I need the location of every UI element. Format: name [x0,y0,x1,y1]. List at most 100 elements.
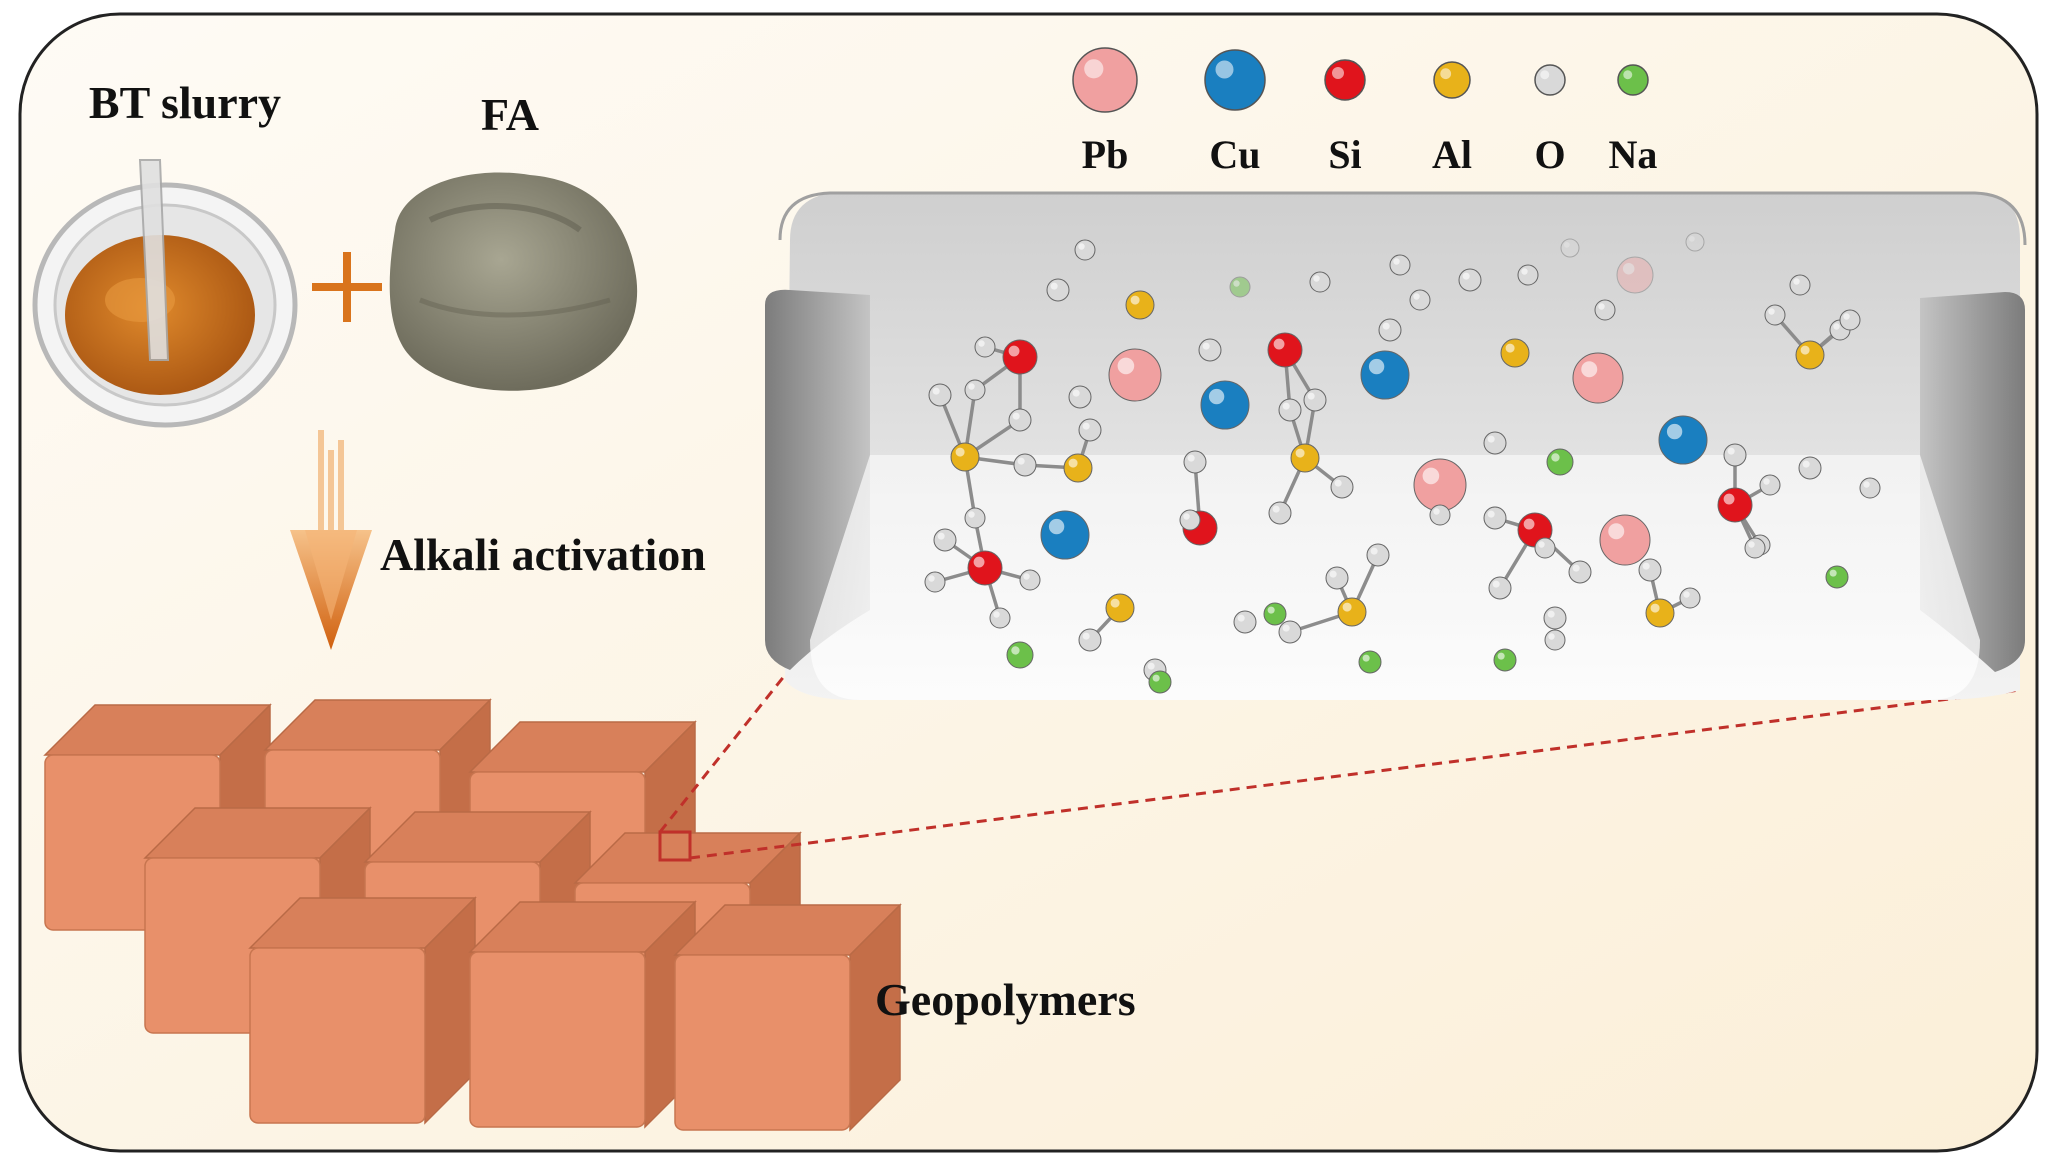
legend-label: Cu [1209,132,1260,177]
atom-body [1078,418,1102,442]
atom-body [1013,453,1037,477]
legend-swatch [1433,61,1471,99]
atom-body [1006,641,1034,669]
atom-o [1183,450,1207,474]
atom-al [1125,290,1155,320]
atom-highlight [1650,603,1660,613]
atom-highlight [1863,481,1870,488]
atom-highlight [978,340,985,347]
atom-na [1825,565,1849,589]
atom-o [1366,543,1390,567]
atom-body [1389,254,1411,276]
legend-item-al: Al [1432,61,1472,177]
atom-body [1685,232,1705,252]
atom-highlight [1538,541,1545,548]
atom-highlight [932,387,940,395]
atom-o [1074,239,1096,261]
atom-body [1859,477,1881,499]
plus-icon [312,252,382,322]
atom-body [1413,458,1467,512]
atom-body [1278,620,1302,644]
legend-item-na: Na [1609,64,1657,177]
atom-highlight [1642,562,1650,570]
atom-highlight [1282,624,1290,632]
atom-highlight [1183,513,1190,520]
atom-o [1544,629,1566,651]
atom-body [1717,487,1753,523]
atom-highlight [1342,602,1352,612]
cube-front-face [469,951,646,1128]
atom-body [1179,509,1201,531]
atom-body [1105,593,1135,623]
atom-highlight [1050,282,1058,290]
atom-body [1759,474,1781,496]
atom-body [1337,597,1367,627]
legend-swatch-highlight [1332,67,1344,79]
atom-o [1859,477,1881,499]
geopolymers-label: Geopolymers [875,974,1136,1025]
atom-highlight [1147,662,1155,670]
atom-o [1303,388,1327,412]
atom-o [964,507,986,529]
atom-na [1148,670,1172,694]
alkali-activation-label: Alkali activation [380,529,706,580]
atom-highlight [1608,523,1625,540]
atom-o [1679,587,1701,609]
atom-highlight [1012,412,1020,420]
atom-body [1303,388,1327,412]
atom-highlight [968,511,975,518]
atom-highlight [1829,569,1837,577]
legend-item-cu: Cu [1204,49,1266,177]
atom-body [1429,504,1451,526]
atom-body [1046,278,1070,302]
atom-highlight [1462,272,1470,280]
atom-o [989,607,1011,629]
atom-body [1263,602,1287,626]
atom-body [1483,506,1507,530]
atom-body [1267,332,1303,368]
atom-o [924,571,946,593]
atom-highlight [1563,241,1570,248]
legend-item-si: Si [1324,59,1366,177]
atom-highlight [1548,633,1555,640]
legend-label: Si [1328,132,1361,177]
atom-body [1019,569,1041,591]
atom-al [950,442,980,472]
atom-body [964,379,986,401]
atom-na [1546,448,1574,476]
atom-body [1543,606,1567,630]
molecular-atoms [924,232,1881,694]
atom-o [1008,408,1032,432]
atom-o [974,336,996,358]
atom-o [1013,453,1037,477]
atom-highlight [937,532,945,540]
atom-o [1594,299,1616,321]
atom-highlight [1833,323,1840,330]
atom-body [1330,475,1354,499]
fa-label: FA [481,89,539,140]
atom-body [1679,587,1701,609]
atom-highlight [1329,570,1337,578]
atom-o [1068,385,1092,409]
atom-body [1534,537,1556,559]
atom-o [1568,560,1592,584]
atom-highlight [1368,358,1385,375]
atom-o [1278,398,1302,422]
zoom-line-right [689,688,2021,860]
atom-highlight [993,611,1000,618]
atom-highlight [1362,654,1370,662]
atom-pb [1616,256,1654,294]
atom-highlight [1282,402,1290,410]
atom-body [1325,566,1349,590]
atom-o [1744,537,1766,559]
legend-swatch-highlight [1540,70,1550,80]
atom-highlight [1117,357,1135,375]
atom-body [1063,453,1093,483]
atom-o [928,383,952,407]
atom-highlight [1082,632,1090,640]
atom-o [1685,232,1705,252]
atom-highlight [955,447,965,457]
atom-o [964,379,986,401]
atom-highlight [1547,610,1555,618]
atom-highlight [1505,343,1515,353]
